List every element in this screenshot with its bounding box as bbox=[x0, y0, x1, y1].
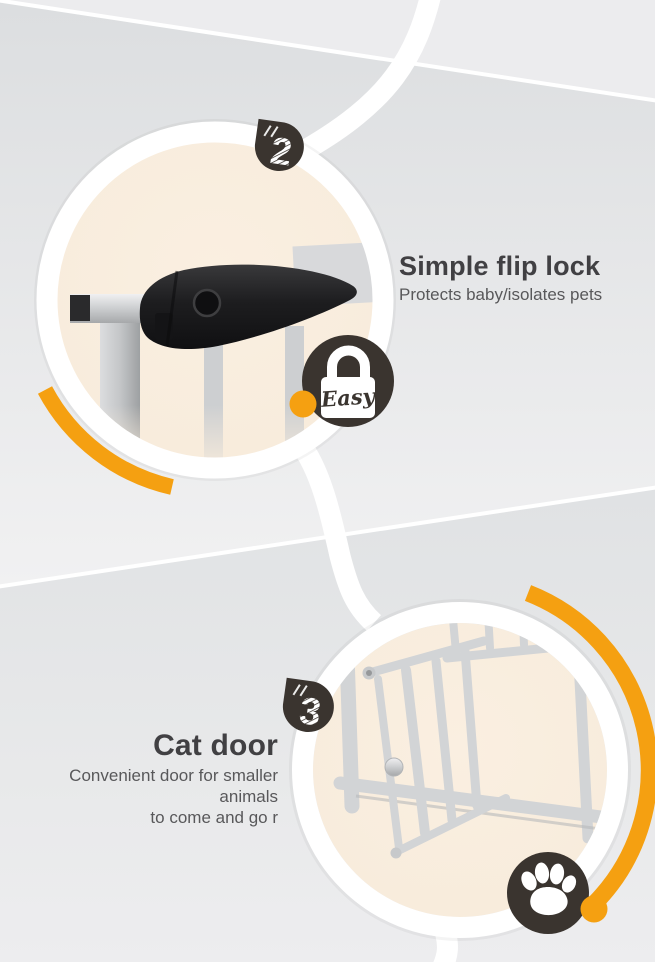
step-3-badge: 3 bbox=[282, 677, 334, 735]
door-knob bbox=[384, 757, 404, 777]
feature-3-text-block: Cat door Convenient door for smaller ani… bbox=[8, 729, 278, 828]
rail-end-cap bbox=[70, 295, 90, 321]
feature-3-title: Cat door bbox=[153, 729, 278, 762]
feature-3-subtitle-line2: to come and go r bbox=[150, 808, 278, 827]
easy-lock-badge: Easy bbox=[302, 335, 394, 427]
feature-2-text-block: Simple flip lock Protects baby/isolates … bbox=[399, 251, 634, 305]
lock-button bbox=[194, 290, 220, 316]
paw-icon bbox=[521, 862, 577, 916]
padlock-icon bbox=[321, 345, 375, 418]
orange-arcs bbox=[37, 386, 655, 910]
photo-flip-lock bbox=[34, 119, 396, 481]
cat-door bbox=[364, 636, 510, 856]
easy-label: Easy bbox=[319, 383, 377, 412]
paw-badge bbox=[507, 852, 589, 934]
photo-ring bbox=[36, 121, 394, 479]
step-2-badge: 2 bbox=[254, 118, 304, 175]
feature-2-subtitle: Protects baby/isolates pets bbox=[399, 285, 603, 304]
flip-lock-handle bbox=[139, 264, 357, 350]
photo-ring bbox=[292, 602, 628, 938]
orange-dot bbox=[580, 895, 608, 923]
feature-2-title: Simple flip lock bbox=[399, 251, 601, 281]
orange-dot bbox=[289, 390, 317, 418]
photo-cat-door bbox=[289, 599, 631, 941]
feature-3-subtitle-line1: Convenient door for smaller animals bbox=[69, 766, 278, 806]
